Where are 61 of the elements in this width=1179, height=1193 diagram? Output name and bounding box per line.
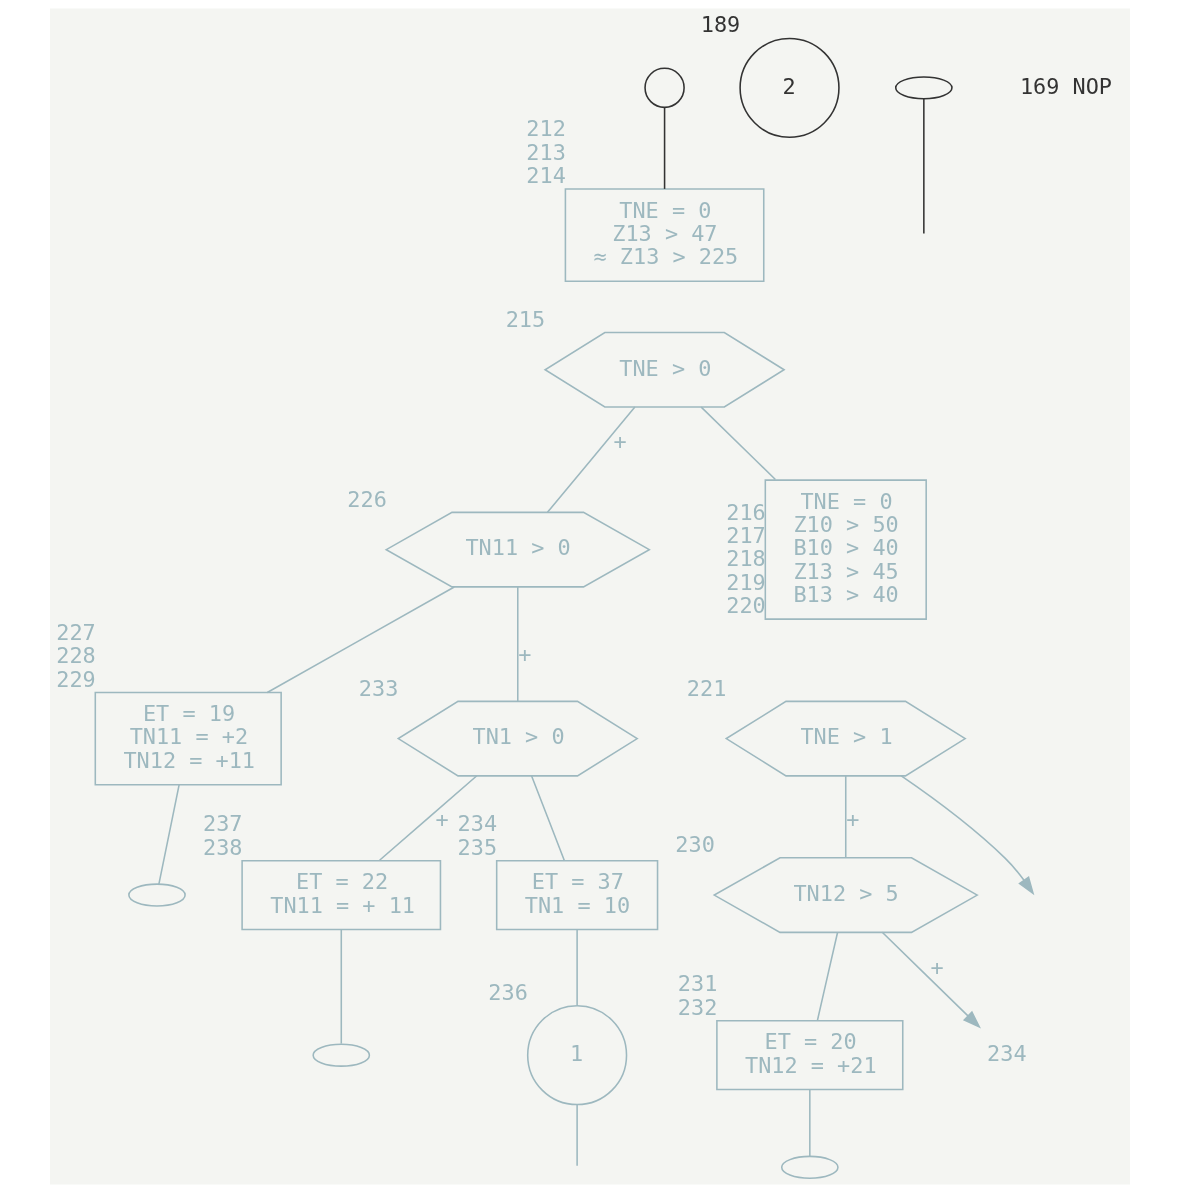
node-text: 234: [986, 1040, 1027, 1066]
connector: [699, 406, 776, 481]
edge-label: +: [517, 641, 531, 667]
edge-label: +: [434, 807, 449, 833]
node-box: ET = 19 TN11 = +2 TN12 = +11: [94, 691, 282, 786]
node-label: 230: [674, 832, 715, 858]
node-box: TNE = 0 Z13 > 47 ≈ Z13 > 225: [564, 188, 765, 282]
node-arc: [780, 1155, 839, 1180]
node-circle: [643, 67, 685, 109]
connector: [266, 586, 455, 694]
node-box: ET = 20 TN12 = +21: [715, 1020, 904, 1091]
arrow: [880, 931, 981, 1029]
connector: [378, 774, 478, 862]
edge-label: +: [612, 429, 627, 455]
node-label: 217: [725, 522, 766, 548]
node-box: TNE = 0 Z10 > 50 B10 > 40 Z13 > 45 B13 > 40: [764, 479, 927, 620]
node-circle: 2: [738, 37, 840, 139]
node-circle: 1: [526, 1004, 627, 1106]
node-label: 231: [677, 971, 717, 997]
node-label: 221: [686, 675, 726, 701]
node-label: 228: [55, 643, 96, 669]
connector: [530, 774, 565, 862]
connector: [340, 929, 342, 1045]
node-label: 212: [525, 116, 566, 142]
connector: [546, 406, 636, 514]
node-arc: [311, 1043, 370, 1067]
connector: [157, 784, 180, 885]
node-label: 218: [725, 546, 766, 572]
connector: [808, 1089, 811, 1157]
node-label: 220: [725, 593, 766, 619]
connector: [844, 774, 847, 859]
connector: [816, 931, 838, 1022]
connector: [516, 586, 519, 703]
node-arc: [127, 883, 186, 907]
node-box: ET = 37 TN1 = 10: [495, 859, 658, 931]
connector: [575, 929, 578, 1006]
node-label: 214: [525, 163, 566, 189]
edge-label: +: [930, 954, 944, 980]
node-label: 213: [525, 139, 566, 165]
node-label: 216: [725, 499, 766, 525]
edge-label: +: [845, 807, 859, 833]
arrow: [899, 774, 1034, 896]
node-label: 238: [202, 834, 243, 860]
node-label: 215: [505, 306, 545, 332]
node-label: 227: [55, 619, 96, 645]
node-label: 226: [346, 486, 387, 512]
node-label: 219: [725, 569, 766, 595]
node-label: 237: [202, 811, 243, 837]
node-label: 232: [677, 994, 717, 1020]
node-label: 233: [358, 675, 398, 701]
node-label: 236: [487, 979, 528, 1005]
connector: [663, 106, 665, 190]
node-label: 235: [457, 834, 497, 860]
node-arc: [894, 76, 953, 100]
node-label: 234: [457, 811, 497, 837]
label: 169 NOP: [1019, 73, 1112, 99]
node-box: ET = 22 TN11 = + 11: [240, 859, 441, 931]
connector: [922, 98, 925, 235]
connector: [575, 1104, 578, 1167]
node-label: 189: [700, 12, 740, 38]
node-label: 229: [55, 666, 96, 692]
